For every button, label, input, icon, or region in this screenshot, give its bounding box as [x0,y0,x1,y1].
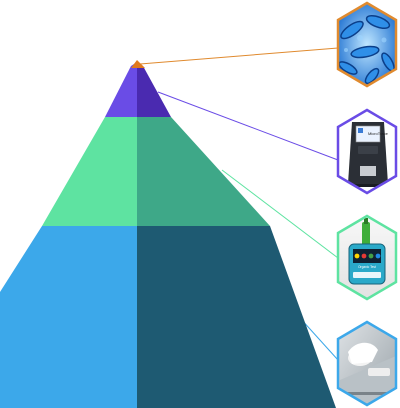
bacteria-icon [338,15,395,85]
base-tier-right-face [137,226,336,408]
pyramid [0,60,336,408]
connector-line-base-tier [299,317,339,361]
connector-lines [139,47,339,361]
surface-cleaning-thumbnail [336,320,398,407]
device-screen-text: MicroTrace [368,131,389,136]
base-tier-left-face [0,226,137,408]
apex-tier-left-face [105,62,137,117]
middle-tier-left-face [42,117,137,226]
connector-line-apex [139,47,339,65]
handheld-meter-icon [348,218,386,285]
analyzer-device-thumbnail: MicroTrace [336,108,398,195]
handheld-meter-thumbnail: Organic Test [336,214,398,301]
connector-line-apex-tier [157,91,339,161]
surface-swab-icon [340,342,396,405]
apex-tip [131,60,145,68]
middle-tier-right-face [137,117,270,226]
microbes-thumbnail [336,1,398,88]
meter-label-text: Organic Test [358,265,376,269]
atp-analyzer-icon [348,122,388,187]
connector-line-middle-tier [221,169,339,259]
apex-tier-right-face [137,62,171,117]
